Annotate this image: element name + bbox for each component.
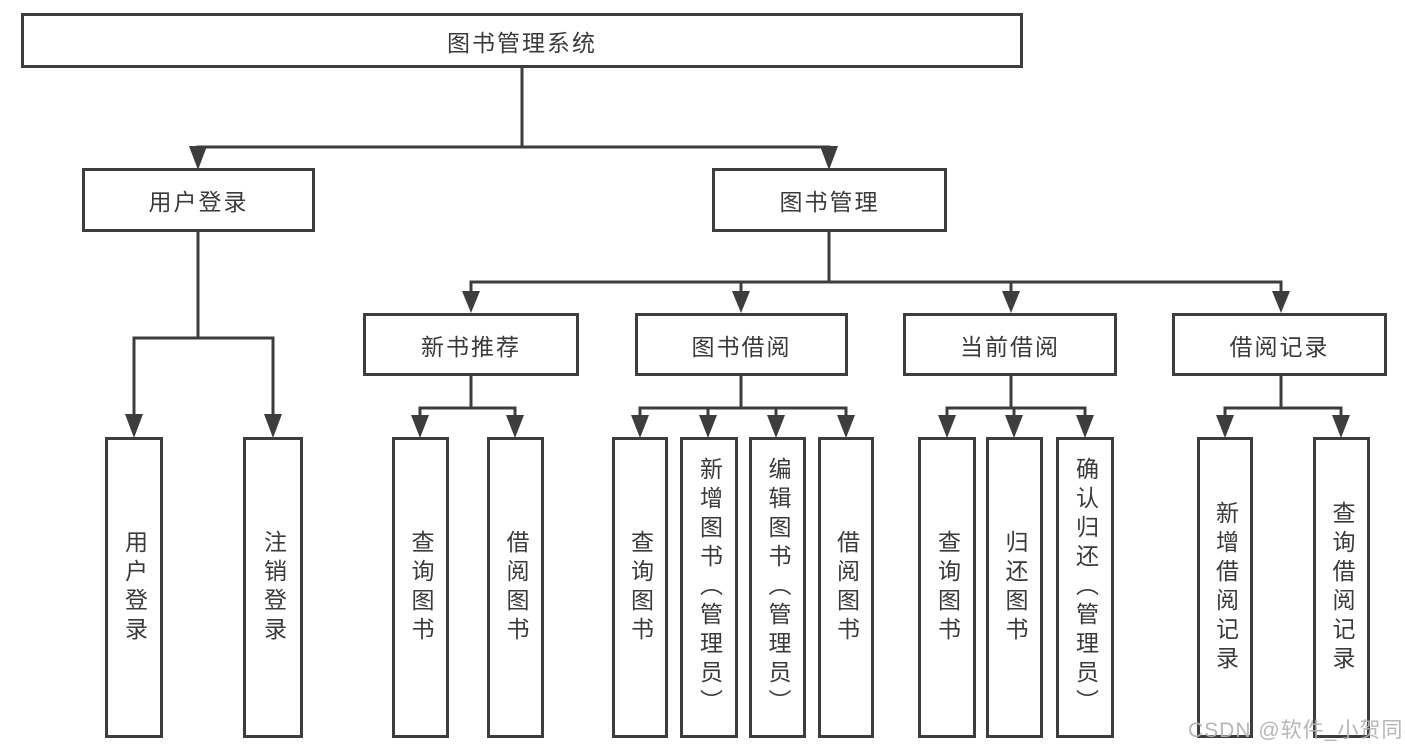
arrowheads — [125, 146, 1350, 438]
arrowheads-level2 — [462, 291, 1290, 313]
node-new-book-recommend: 新书推荐 — [363, 313, 579, 376]
node-leaf-query-books-borrowing: 查询图书 — [612, 437, 668, 738]
arrowheads-user-login-leaves — [125, 414, 282, 438]
node-leaf-user-login: 用户登录 — [105, 437, 163, 738]
node-borrowing-records: 借阅记录 — [1172, 313, 1387, 376]
node-leaf-query-borrow-record: 查询借阅记录 — [1313, 437, 1370, 738]
node-leaf-query-books-recommend: 查询图书 — [392, 437, 449, 738]
watermark-text: CSDN @软件_小贺同学 — [1188, 719, 1405, 742]
connector-root — [196, 65, 831, 149]
node-leaf-add-books-admin: 新增图书（管理员） — [680, 437, 738, 738]
node-leaf-return-books: 归还图书 — [986, 437, 1043, 738]
node-leaf-borrow-books-borrowing: 借阅图书 — [818, 437, 874, 738]
node-book-management: 图书管理 — [712, 168, 947, 232]
connector-borrowing-records — [1223, 374, 1343, 420]
node-leaf-borrow-books-recommend: 借阅图书 — [487, 437, 544, 738]
node-book-borrowing: 图书借阅 — [635, 313, 848, 376]
arrowheads-leaves — [411, 415, 1350, 438]
connector-book-borrowing — [638, 374, 848, 420]
connector-new-book-recommend — [418, 374, 517, 420]
connector-user-login — [132, 230, 275, 418]
node-root: 图书管理系统 — [21, 13, 1023, 68]
node-current-borrowing: 当前借阅 — [903, 313, 1117, 376]
node-leaf-edit-books-admin: 编辑图书（管理员） — [749, 437, 806, 738]
arrowheads-level1 — [189, 146, 838, 170]
node-leaf-query-books-current: 查询图书 — [918, 437, 976, 738]
node-leaf-confirm-return-admin: 确认归还（管理员） — [1056, 437, 1114, 738]
connector-current-borrowing — [945, 374, 1087, 420]
connector-book-management — [469, 230, 1283, 295]
node-leaf-logout: 注销登录 — [243, 437, 303, 738]
connector-lines — [132, 65, 1343, 420]
node-leaf-add-borrow-record: 新增借阅记录 — [1197, 437, 1253, 738]
node-user-login: 用户登录 — [82, 168, 315, 232]
